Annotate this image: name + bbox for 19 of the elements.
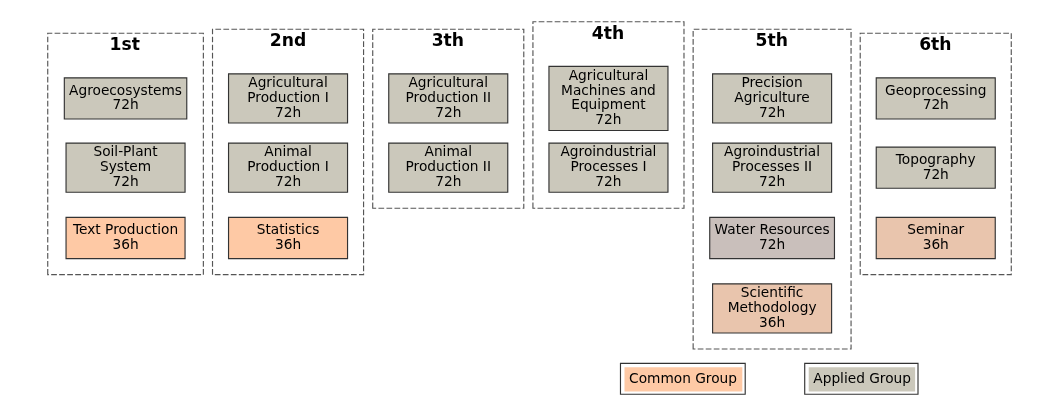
legend-label: Common Group [629,369,737,386]
node-box: Precision Agriculture 72h [712,73,833,124]
node-box: Agroecosystems 72h [63,77,188,120]
node-box: Agricultural Production I 72h [227,73,349,124]
node-box: Agroindustrial Processes I 72h [548,142,669,193]
legend-label: Applied Group [813,369,911,386]
node-box: Water Resources 72h [709,216,836,260]
node-box: Animal Production II 72h [388,142,509,193]
node-box: Statistics 36h [227,216,349,260]
node-box: Agricultural Machines and Equipment 72h [548,65,669,132]
node-box: Topography 72h [875,146,996,189]
node-box: Geoprocessing 72h [875,77,996,120]
node-box: Agricultural Production II 72h [388,73,509,124]
node-box: Scientific Methodology 36h [712,283,833,334]
node-box: Seminar 36h [875,216,996,260]
node-box: Soil-Plant System 72h [65,142,186,193]
node-box: Agroindustrial Processes II 72h [712,142,833,193]
node-box: Animal Production I 72h [227,142,349,193]
node-box: Text Production 36h [65,216,186,260]
